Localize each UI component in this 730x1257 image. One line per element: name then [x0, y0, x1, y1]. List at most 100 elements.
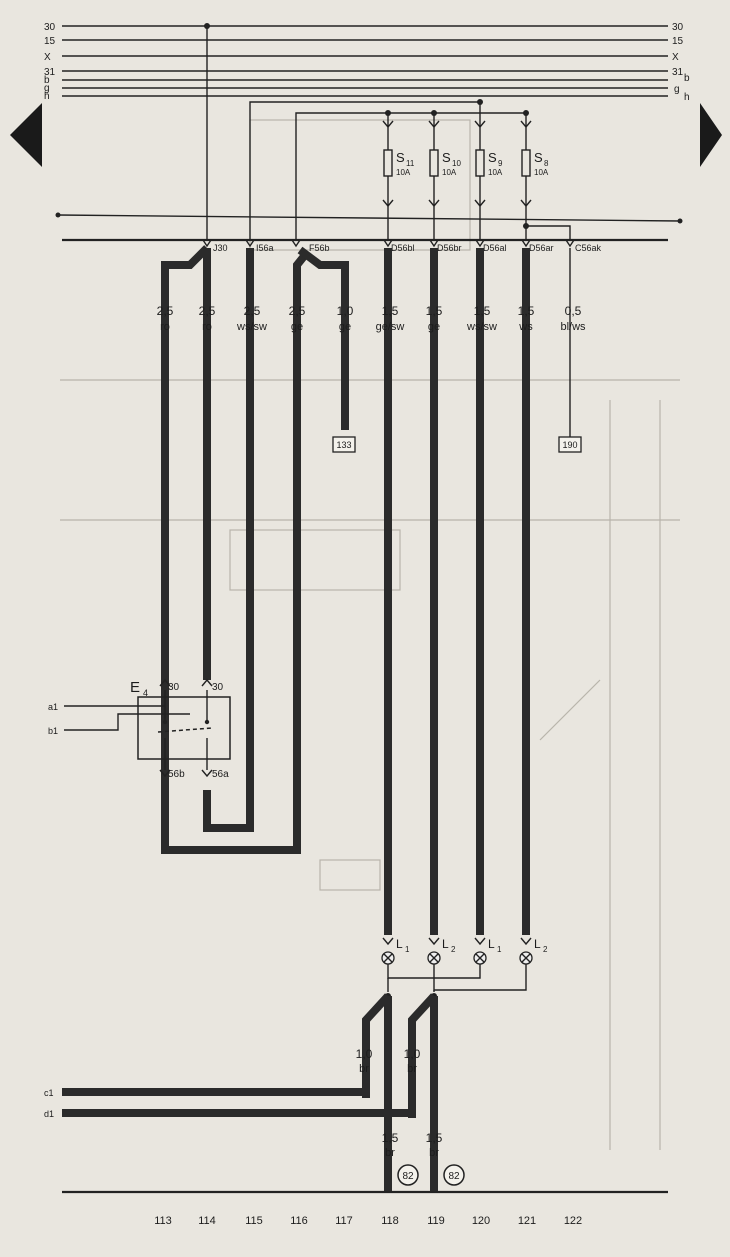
wire-size: 2,5: [289, 304, 306, 318]
wire-size: 2,5: [199, 304, 216, 318]
column-number: 113: [154, 1215, 172, 1227]
fuse-name: S: [534, 150, 543, 165]
switch-pin: 30: [212, 682, 224, 693]
fuse-number: 9: [498, 159, 503, 168]
bus-label-g-right: g: [674, 84, 680, 95]
lamps: L 1 L 2 L 1 L 2: [381, 937, 548, 999]
column-number: 114: [198, 1215, 216, 1227]
side-label-d1: d1: [44, 1109, 54, 1119]
fuse-s8: S 8 10A: [520, 113, 549, 240]
column-number: 122: [564, 1215, 582, 1227]
ground-wires: [62, 993, 438, 1192]
fuse-rating: 10A: [488, 168, 503, 177]
ground-number: 82: [402, 1171, 414, 1182]
bus-lines: [62, 25, 668, 97]
wire-size: 1,5: [426, 1131, 443, 1145]
lamp-number: 1: [405, 945, 410, 954]
bus-label-15: 15: [44, 36, 56, 47]
fuse-number: 8: [544, 159, 549, 168]
ref-box-190: 190: [558, 436, 582, 453]
wire-color: br: [359, 1063, 369, 1075]
wire-color: ge: [291, 321, 303, 333]
wire-size: 1,5: [382, 304, 399, 318]
page-right-arrow[interactable]: [700, 103, 722, 167]
bus-label-x: X: [44, 52, 51, 63]
lamp-l1-right: L 1: [473, 937, 502, 965]
switch-side-inputs: a1 b1: [48, 702, 190, 736]
fuse-name: S: [442, 150, 451, 165]
fuse-rating: 10A: [442, 168, 457, 177]
wire-size: 2,5: [244, 304, 261, 318]
fuse-name: S: [396, 150, 405, 165]
switch-pin: 56a: [212, 769, 229, 780]
bus-labels-left: 30 15 X 31 b g h: [44, 22, 56, 102]
bus-label-g: g: [44, 83, 50, 94]
ref-number: 190: [562, 440, 577, 450]
bus-label-b: b: [44, 75, 50, 86]
terminal-c56ak: C56ak: [575, 243, 602, 253]
lamp-name: L: [488, 937, 495, 951]
terminal-labels: J30 I56a F56b D56bl D56br D56al D56ar C5…: [213, 243, 602, 253]
lamp-number: 1: [497, 945, 502, 954]
bus-label-x-right: X: [672, 52, 679, 63]
switch-pin: 56b: [168, 769, 185, 780]
wire-size: 1,5: [382, 1131, 399, 1145]
wire-color: ge: [428, 321, 440, 333]
wire-color: br: [385, 1147, 395, 1159]
ref-box-133: 133: [332, 436, 356, 453]
wire-size: 1,5: [518, 304, 535, 318]
side-label-a1: a1: [48, 702, 58, 712]
lamp-name: L: [442, 937, 449, 951]
column-number: 117: [335, 1215, 353, 1227]
lamp-l2-left: L 2: [427, 937, 456, 965]
wire-color: ws: [518, 321, 533, 333]
bus-label-31-right: 31: [672, 67, 684, 78]
terminal-f56b: F56b: [309, 243, 330, 253]
terminal-d56al: D56al: [483, 243, 507, 253]
column-number: 119: [427, 1215, 445, 1227]
wire-size: 1,5: [474, 304, 491, 318]
terminal-pins: [202, 239, 575, 248]
wire-size: 1,5: [426, 304, 443, 318]
wire-size: 1,0: [404, 1047, 421, 1061]
fuse-number: 10: [452, 159, 461, 168]
wire-color: ge: [339, 321, 351, 333]
side-label-c1: c1: [44, 1088, 54, 1098]
terminal-d56ar: D56ar: [529, 243, 554, 253]
bus-label-b-right: b: [684, 73, 690, 84]
wire-color: ws/sw: [466, 321, 497, 333]
ground-point-82-left: 82: [397, 1164, 419, 1186]
column-numbers: 113 114 115 116 117 118 119 120 121 122: [154, 1215, 582, 1227]
ref-number: 133: [336, 440, 351, 450]
wire-size: 0,5: [565, 304, 582, 318]
wire-size: 1,0: [337, 304, 354, 318]
fuse-s9: S 9 10A: [474, 102, 503, 240]
page-left-arrow[interactable]: [10, 103, 42, 167]
wire-color: bl/ws: [560, 321, 586, 333]
ground-wire-labels: 1,0 br 1,0 br 1,5 br 1,5 br: [356, 1047, 443, 1159]
switch-name: E: [130, 679, 140, 696]
fuse-name: S: [488, 150, 497, 165]
background-ghost: [60, 119, 680, 1150]
lamp-name: L: [534, 937, 541, 951]
lamp-name: L: [396, 937, 403, 951]
bus-label-30: 30: [44, 22, 56, 33]
lamp-l1-left: L 1: [381, 937, 410, 965]
wire-color: ws/sw: [236, 321, 267, 333]
wire-color: ge/sw: [376, 321, 405, 333]
bus-label-15-right: 15: [672, 36, 684, 47]
column-number: 115: [245, 1215, 263, 1227]
bus-label-30-right: 30: [672, 22, 684, 33]
terminal-d56br: D56br: [437, 243, 462, 253]
bus-label-31: 31: [44, 67, 56, 78]
terminal-i56a: I56a: [256, 243, 274, 253]
lamp-number: 2: [451, 945, 456, 954]
bus-label-h-right: h: [684, 92, 690, 103]
fuse-number: 11: [406, 159, 415, 168]
fuse-s11: S 11 10A: [382, 113, 415, 240]
column-number: 116: [290, 1215, 308, 1227]
wire-color: ro: [160, 321, 170, 333]
wire-color: br: [429, 1147, 439, 1159]
fuse-s10: S 10 10A: [428, 113, 461, 240]
